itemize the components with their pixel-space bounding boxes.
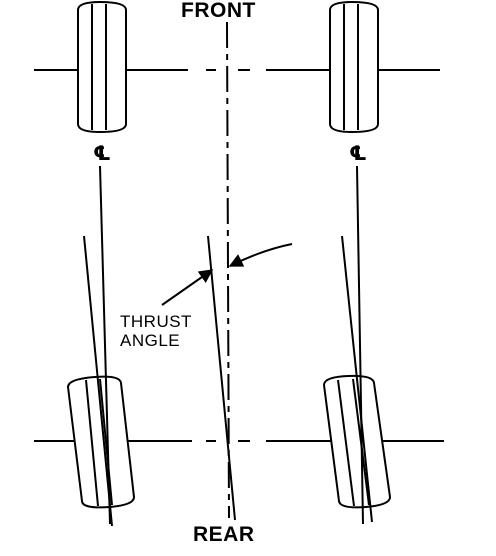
geometric-centerline xyxy=(226,21,230,519)
front-left-wheel-centerline xyxy=(99,165,111,525)
rear-label: REAR xyxy=(193,523,255,546)
rear-right-wheel xyxy=(322,374,392,509)
thrust-angle-arrow xyxy=(161,269,214,306)
front-right-centerline-icon: ℄ xyxy=(349,143,368,165)
front-label: FRONT xyxy=(181,0,256,22)
thrust-label-line2: ANGLE xyxy=(120,331,181,350)
rear-left-wheel-track-line xyxy=(83,235,113,527)
thrust-angle-label: THRUST ANGLE xyxy=(120,312,192,350)
front-left-centerline-icon: ℄ xyxy=(93,143,112,165)
front-left-wheel xyxy=(77,0,127,134)
front-right-wheel-centerline xyxy=(356,165,364,525)
rear-right-wheel-track-line xyxy=(341,235,373,523)
rear-left-wheel xyxy=(66,375,136,509)
thrust-line xyxy=(207,235,236,521)
centerline-arrow xyxy=(228,243,293,267)
front-right-wheel xyxy=(329,0,379,134)
thrust-label-line1: THRUST xyxy=(120,312,192,331)
